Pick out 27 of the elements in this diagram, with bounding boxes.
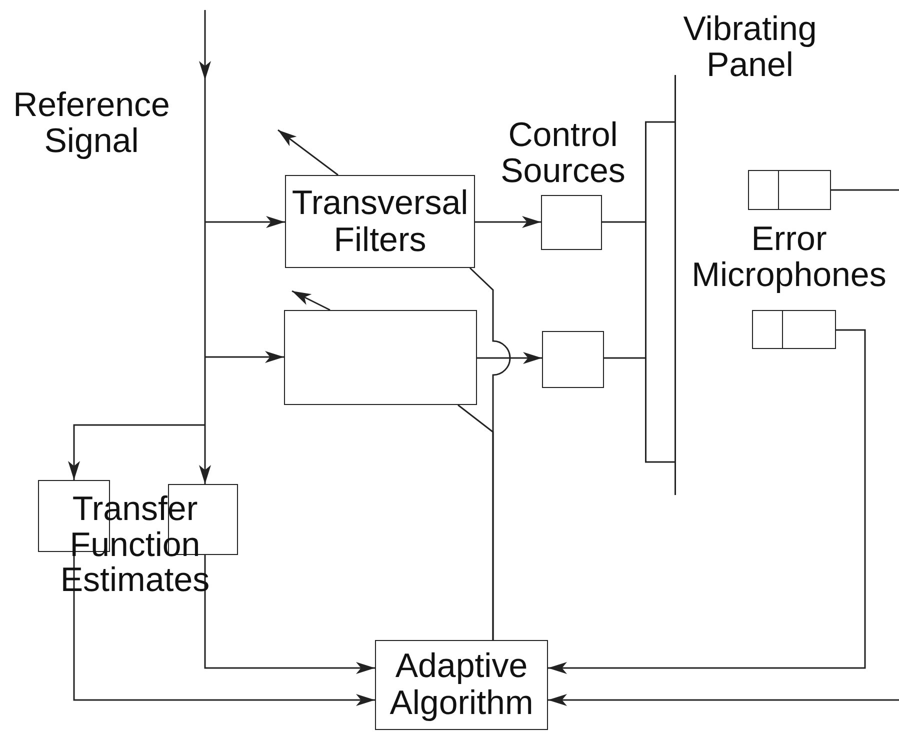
arrow xyxy=(204,555,375,674)
arrow xyxy=(205,216,285,228)
arrow xyxy=(548,329,866,674)
filter-box xyxy=(284,310,477,405)
arrow xyxy=(548,694,899,706)
microphone-symbol xyxy=(752,310,836,349)
process-box: Adaptive Algorithm xyxy=(375,640,548,730)
arrow xyxy=(278,129,338,176)
connector-line xyxy=(602,221,645,223)
filter-box: Transversal Filters xyxy=(285,175,475,268)
arrow xyxy=(477,352,542,364)
control-source-box xyxy=(542,331,604,388)
arrow xyxy=(68,424,205,480)
panel-label: Vibrating Panel xyxy=(682,12,818,84)
input-label: Reference Signal xyxy=(12,88,171,160)
group-label: Control Sources xyxy=(500,118,626,190)
control-source-box xyxy=(541,195,602,250)
vibrating-panel-drawing xyxy=(645,75,676,495)
arrow xyxy=(205,351,284,363)
microphone-symbol xyxy=(748,170,831,210)
connector-line xyxy=(458,404,494,640)
connector-line xyxy=(831,189,899,191)
arrow xyxy=(199,10,211,484)
connector-line xyxy=(604,357,645,359)
group-label: Error Microphones xyxy=(690,222,888,294)
arrow xyxy=(292,290,330,311)
arrow xyxy=(475,216,541,228)
